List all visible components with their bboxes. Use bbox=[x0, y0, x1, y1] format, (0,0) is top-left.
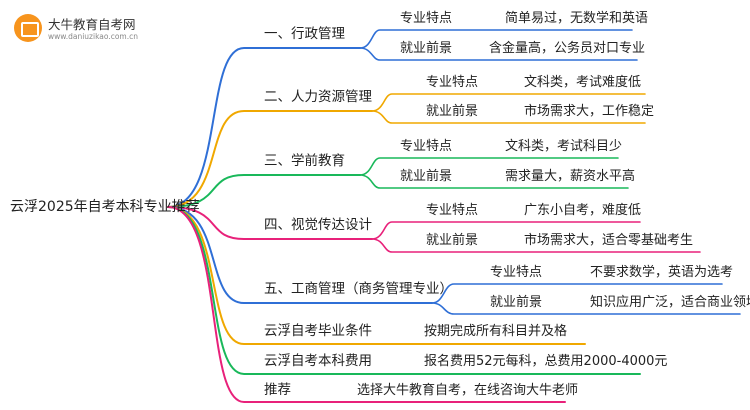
branch-4-label: 四、视觉传达设计 bbox=[264, 217, 372, 233]
branch-3-child-1-label: 专业特点 bbox=[400, 139, 453, 154]
branch-5-connector bbox=[167, 206, 433, 304]
branch-6-label: 云浮自考毕业条件 bbox=[264, 323, 372, 339]
branch-5-child-1-label: 专业特点 bbox=[490, 265, 543, 280]
branch-1-child-2-connector bbox=[359, 47, 638, 61]
branch-4-child-2-value: 市场需求大，适合零基础考生 bbox=[524, 233, 694, 248]
branch-2-child-2-connector bbox=[371, 110, 646, 124]
branch-6-value: 按期完成所有科目并及格 bbox=[424, 324, 568, 339]
branch-2-child-1-connector bbox=[371, 93, 646, 112]
branch-2-child-1-value: 文科类，考试难度低 bbox=[524, 75, 642, 90]
branch-1-child-1-value: 简单易过，无数学和英语 bbox=[505, 11, 649, 26]
branch-4-child-2-label: 就业前景 bbox=[426, 233, 479, 248]
branch-1-connector bbox=[167, 47, 361, 208]
branch-7-value: 报名费用52元每科，总费用2000-4000元 bbox=[424, 354, 668, 369]
logo-url: www.daniuzikao.com.cn bbox=[48, 32, 138, 41]
branch-3-child-2-value: 需求量大，薪资水平高 bbox=[505, 169, 636, 184]
branch-2-child-1-label: 专业特点 bbox=[426, 75, 479, 90]
site-logo: 大牛教育自考网 www.daniuzikao.com.cn bbox=[14, 12, 174, 46]
branch-3-child-1-value: 文科类，考试科目少 bbox=[505, 139, 623, 154]
branch-4-child-1-label: 专业特点 bbox=[426, 203, 479, 218]
branch-4-child-1-connector bbox=[371, 221, 641, 240]
branch-8-value: 选择大牛教育自考，在线咨询大牛老师 bbox=[357, 383, 579, 398]
branch-2-child-2-label: 就业前景 bbox=[426, 104, 479, 119]
branch-1-child-2-value: 含金量高，公务员对口专业 bbox=[489, 41, 646, 56]
branch-2-child-2-value: 市场需求大，工作稳定 bbox=[524, 104, 655, 119]
branch-8-connector bbox=[167, 206, 566, 403]
book-icon bbox=[14, 14, 42, 42]
branch-4-connector bbox=[167, 206, 373, 240]
branch-5-child-1-connector bbox=[431, 283, 723, 304]
branch-7-label: 云浮自考本科费用 bbox=[264, 353, 372, 369]
logo-name: 大牛教育自考网 bbox=[48, 17, 136, 32]
branch-4-child-2-connector bbox=[371, 238, 701, 253]
branch-2-connector bbox=[167, 110, 373, 208]
branch-3-connector bbox=[167, 174, 361, 208]
branch-5-child-2-value: 知识应用广泛，适合商业领域 bbox=[590, 295, 750, 310]
branch-3-child-2-connector bbox=[359, 174, 629, 189]
branch-2-label: 二、人力资源管理 bbox=[264, 89, 372, 105]
branch-1-label: 一、行政管理 bbox=[264, 26, 345, 42]
branch-5-child-1-value: 不要求数学，英语为选考 bbox=[590, 265, 734, 280]
branch-3-child-1-connector bbox=[359, 157, 619, 176]
branch-3-label: 三、学前教育 bbox=[264, 153, 345, 169]
branch-5-child-2-label: 就业前景 bbox=[490, 295, 543, 310]
root-topic: 云浮2025年自考本科专业推荐 bbox=[10, 199, 200, 215]
branch-1-child-1-connector bbox=[359, 29, 633, 49]
branch-3-child-2-label: 就业前景 bbox=[400, 169, 453, 184]
branch-1-child-1-label: 专业特点 bbox=[400, 11, 453, 26]
branch-1-child-2-label: 就业前景 bbox=[400, 41, 453, 56]
branch-8-label: 推荐 bbox=[264, 382, 291, 398]
branch-5-child-2-connector bbox=[431, 302, 741, 315]
branch-4-child-1-value: 广东小自考，难度低 bbox=[524, 203, 642, 218]
branch-5-label: 五、工商管理（商务管理专业） bbox=[264, 281, 453, 297]
